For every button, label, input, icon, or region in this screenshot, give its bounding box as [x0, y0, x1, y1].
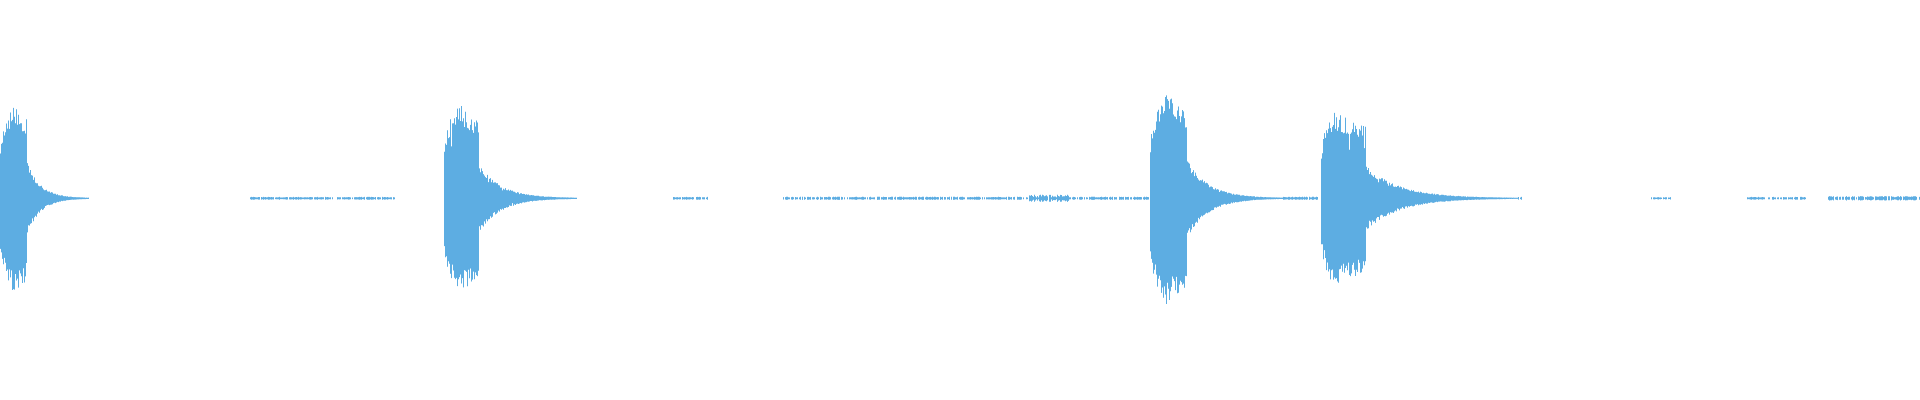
waveform-low-segment-2 [673, 196, 708, 200]
waveform-low-segment-7 [1651, 197, 1671, 200]
waveform-burst-3 [1150, 95, 1284, 304]
waveform-low-segment-1 [250, 196, 395, 200]
waveform-low-segment-9 [1828, 196, 1920, 201]
waveform-layer [0, 95, 1920, 304]
waveform-low-segment-4 [1029, 194, 1069, 202]
waveform-low-segment-5 [1283, 196, 1318, 200]
waveform-low-segment-3 [783, 196, 1149, 200]
waveform-burst-1 [0, 107, 89, 290]
waveform-burst-2 [444, 106, 577, 288]
waveform-low-segment-6 [1518, 196, 1522, 200]
waveform-low-segment-8 [1747, 196, 1806, 200]
waveform-burst-4 [1321, 112, 1518, 283]
